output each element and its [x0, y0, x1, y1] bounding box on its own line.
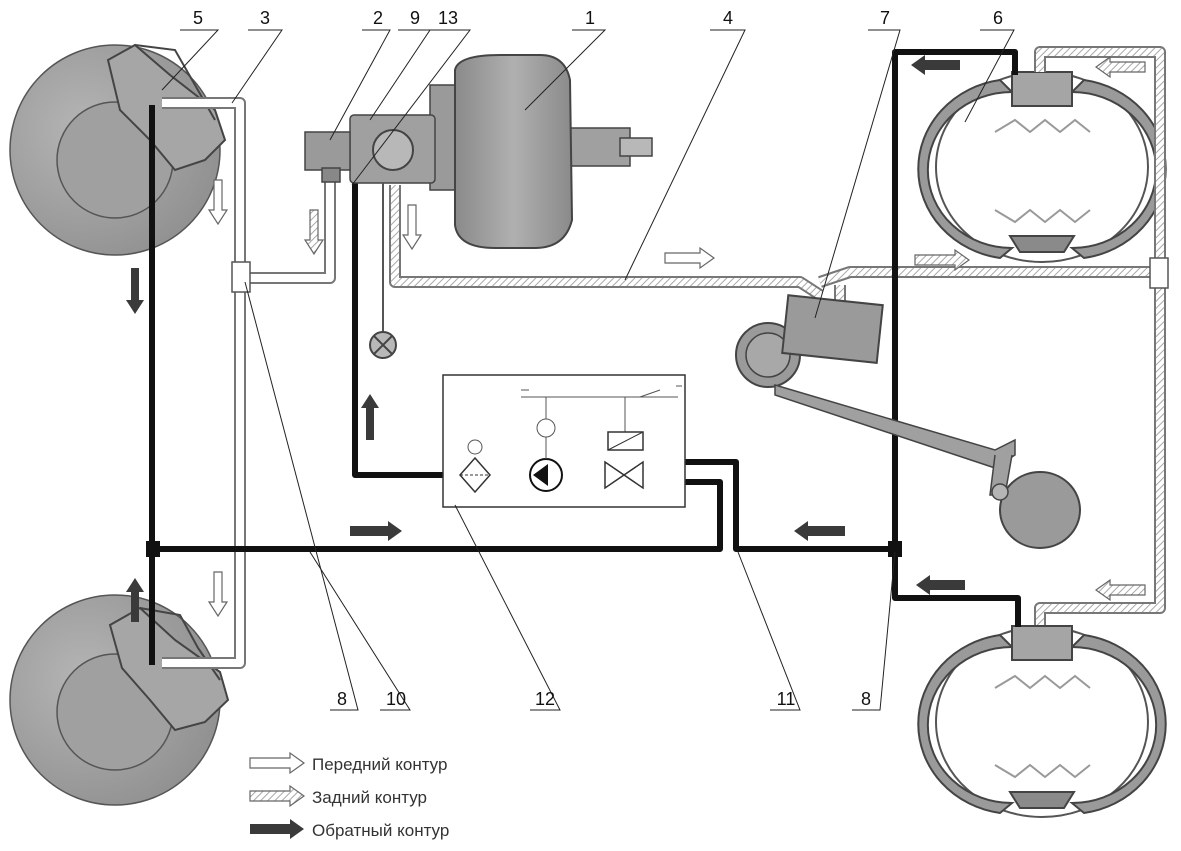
legend-return-label: Обратный контур	[312, 821, 449, 840]
callout-9: 9	[410, 8, 420, 28]
pressure-regulator-2	[304, 131, 351, 183]
return-tee-right	[888, 541, 902, 557]
legend-return: Обратный контур	[250, 819, 449, 840]
callout-4: 4	[723, 8, 733, 28]
solenoid-valve-icon	[604, 431, 644, 490]
callout-13: 13	[438, 8, 458, 28]
legend-front: Передний контур	[249, 751, 447, 775]
front-left-upper-disc-brake	[9, 43, 227, 256]
callout-numbers: 5 3 2 9 13 1 4 7 6 8 10 12 11 8	[193, 8, 1003, 709]
front-tee	[231, 261, 251, 293]
callout-5: 5	[193, 8, 203, 28]
legend: Передний контур Задний контур Обратный к…	[249, 751, 449, 840]
rear-circuit-lines	[389, 46, 1166, 625]
return-tee-left	[146, 541, 160, 557]
callout-11: 11	[777, 689, 796, 709]
callout-7: 7	[880, 8, 890, 28]
legend-rear: Задний контур	[249, 784, 427, 808]
pump-icon	[529, 437, 563, 492]
lamp-icon	[369, 331, 397, 359]
rear-right-lower-drum-brake	[917, 625, 1167, 818]
callout-6: 6	[993, 8, 1003, 28]
legend-rear-label: Задний контур	[312, 788, 427, 807]
callout-8-left: 8	[337, 689, 347, 709]
master-cylinder	[349, 114, 436, 184]
flow-arrows	[126, 55, 1146, 622]
callout-3: 3	[260, 8, 270, 28]
callout-8-right: 8	[861, 689, 871, 709]
rear-tee	[1149, 257, 1169, 289]
legend-front-label: Передний контур	[312, 755, 447, 774]
front-left-lower-disc-brake	[9, 594, 230, 806]
brake-force-regulator	[735, 294, 1081, 549]
callout-1: 1	[585, 8, 595, 28]
callout-12: 12	[535, 689, 555, 709]
abs-module	[442, 374, 686, 508]
callout-2: 2	[373, 8, 383, 28]
rear-right-upper-drum-brake	[917, 71, 1167, 263]
gauge-icon	[536, 418, 556, 438]
callout-10: 10	[386, 689, 406, 709]
callout-leaders	[161, 29, 1015, 711]
vacuum-booster	[429, 54, 653, 249]
filter-icon	[458, 439, 492, 494]
